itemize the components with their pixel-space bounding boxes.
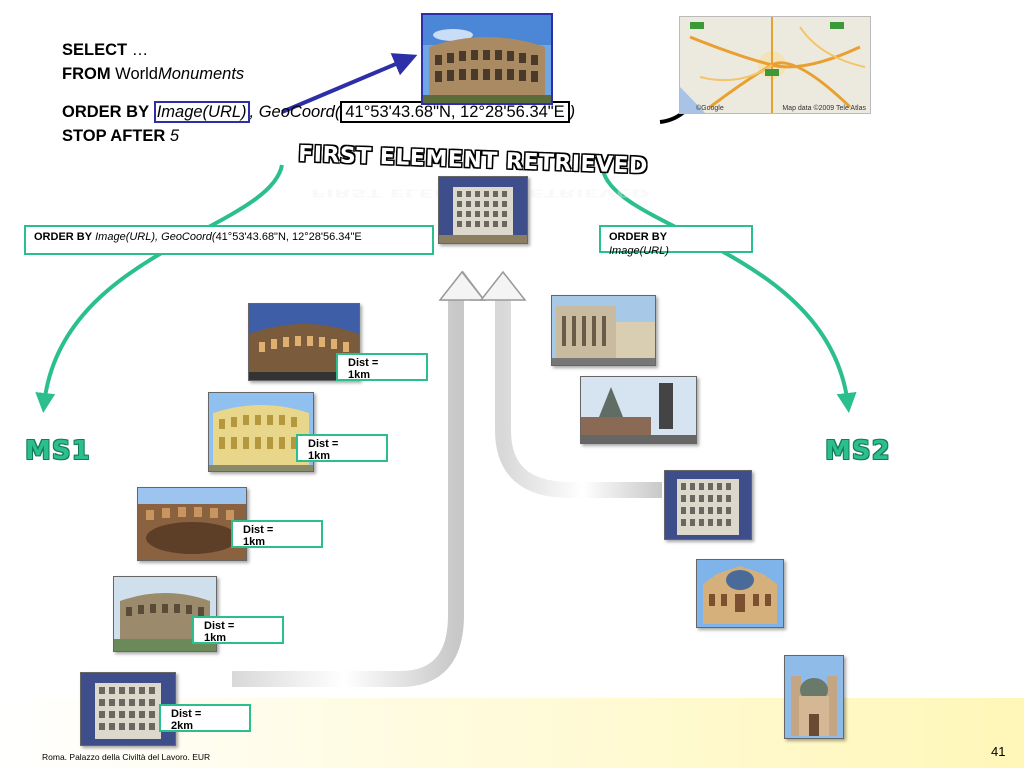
ms1-label: MS1 xyxy=(25,436,91,466)
first-result-image xyxy=(438,176,528,244)
ms1-result-image-5 xyxy=(80,672,176,746)
dist-value: 1km xyxy=(308,450,331,462)
from-line: FROM WorldMonuments xyxy=(62,62,575,86)
ms1-order-box: ORDER BY Image(URL), GeoCoord(41°53'43.6… xyxy=(24,225,434,255)
query-block: SELECT … FROM WorldMonuments ORDER BY Im… xyxy=(62,38,575,148)
ms1-curve xyxy=(35,164,284,413)
ms2-result-image-3 xyxy=(664,470,752,540)
from-value-italic: Monuments xyxy=(157,65,245,83)
dist-label: Dist = xyxy=(243,524,274,536)
url-to-image-arrow xyxy=(281,53,418,114)
ms2-result-image-1 xyxy=(551,295,656,366)
photo-caption: Roma. Palazzo della Civiltà del Lavoro. … xyxy=(42,752,211,762)
stop-value: 5 xyxy=(169,127,180,145)
ms2-result-image-2 xyxy=(580,376,697,444)
dist-value: 1km xyxy=(204,632,227,644)
geocoord-close-paren: ) xyxy=(569,103,576,121)
ms2-order-function: Image(URL) xyxy=(609,245,669,257)
dist-value: 1km xyxy=(243,536,266,548)
coordinate-value: 41°53'43.68"N, 12°28'56.34"E xyxy=(340,101,570,123)
ms2-result-image-5 xyxy=(784,655,844,739)
select-value: … xyxy=(131,41,149,59)
dist-value: 1km xyxy=(348,369,371,381)
dist-label: Dist = xyxy=(204,620,235,632)
dist-label: Dist = xyxy=(171,708,202,720)
query-image-colosseum xyxy=(421,13,553,105)
from-value-plain: World xyxy=(115,65,158,83)
ms2-label: MS2 xyxy=(825,436,891,466)
ms1-result-image-2 xyxy=(208,392,314,472)
page-number: 41 xyxy=(991,744,1006,759)
ms1-result-image-3 xyxy=(137,487,247,561)
ms1-order-function: Image(URL), GeoCoord( xyxy=(95,231,216,243)
from-keyword: FROM xyxy=(62,65,111,83)
ms2-order-box: ORDER BY Image(URL) xyxy=(599,225,753,257)
orderby-keyword: ORDER BY xyxy=(62,103,150,121)
ms1-dist-box-3: Dist =1km xyxy=(231,520,323,548)
ms2-order-keyword: ORDER BY xyxy=(609,231,668,243)
select-keyword: SELECT xyxy=(62,41,128,59)
ms1-order-keyword: ORDER BY xyxy=(34,231,93,243)
geocoord-open-paren: ( xyxy=(334,103,341,121)
ms1-dist-box-4: Dist =1km xyxy=(192,616,284,644)
ms1-dist-box-1: Dist =1km xyxy=(336,353,428,381)
orderby-line: ORDER BY Image(URL), GeoCoord(41°53'43.6… xyxy=(62,100,575,124)
map-credit: Map data ©2009 Tele Atlas xyxy=(782,105,866,112)
dist-label: Dist = xyxy=(308,438,339,450)
ms1-dist-box-2: Dist =1km xyxy=(296,434,388,462)
image-url-term: Image(URL) xyxy=(153,101,250,123)
orderby-separator: , xyxy=(249,103,259,121)
ms2-curve xyxy=(601,169,857,413)
stop-keyword: STOP AFTER xyxy=(62,127,166,145)
ms2-result-image-4 xyxy=(696,559,784,628)
ms1-dist-box-5: Dist =2km xyxy=(159,704,251,732)
dist-value: 2km xyxy=(171,720,194,732)
dist-label: Dist = xyxy=(348,357,379,369)
geocoord-term: GeoCoord xyxy=(258,103,335,121)
rome-map: ©Google Map data ©2009 Tele Atlas xyxy=(679,16,871,114)
stop-line: STOP AFTER 5 xyxy=(62,124,575,148)
ms1-order-coordinate: 41°53'43.68"N, 12°28'56.34"E xyxy=(215,231,362,243)
select-line: SELECT … xyxy=(62,38,575,62)
ms1-result-image-4 xyxy=(113,576,217,652)
map-google-mark: ©Google xyxy=(696,105,724,112)
